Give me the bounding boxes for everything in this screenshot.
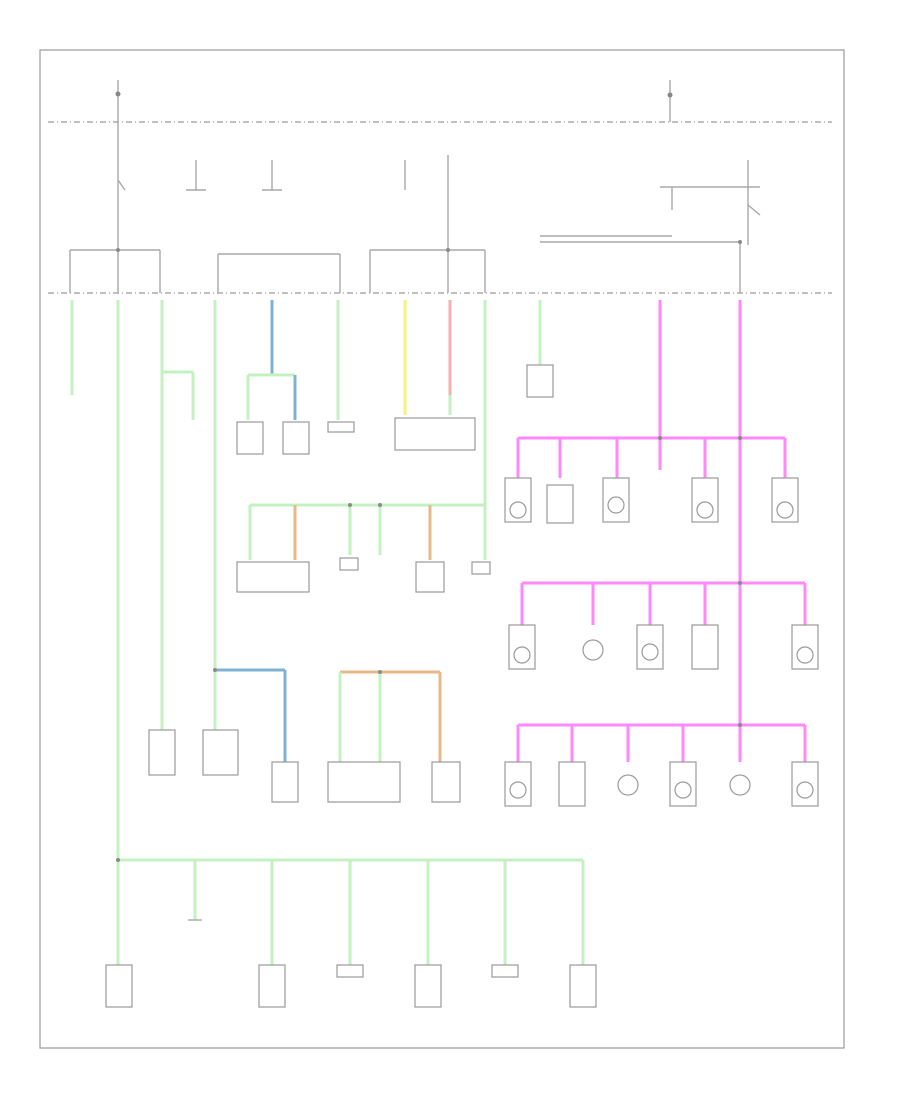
fuse-bus-bars <box>69 249 486 293</box>
component <box>327 761 401 803</box>
component <box>339 557 359 571</box>
component <box>105 964 133 1008</box>
component <box>415 561 445 593</box>
component <box>691 624 719 670</box>
left-branch-wires <box>70 300 217 860</box>
middle-components <box>236 557 491 593</box>
component <box>202 729 239 776</box>
component <box>271 761 299 803</box>
component <box>558 761 586 807</box>
left-power-source <box>115 80 126 293</box>
middle-bus <box>248 503 485 560</box>
pink-row-1-components <box>504 477 799 524</box>
component <box>282 421 310 455</box>
center-fuses <box>186 155 449 293</box>
component <box>394 417 476 451</box>
pink-row-2-components <box>508 624 819 670</box>
component <box>414 964 442 1008</box>
bottom-bus <box>116 858 585 965</box>
component <box>327 421 355 433</box>
orange-branch <box>338 670 442 762</box>
component <box>569 964 597 1008</box>
diagram-frame <box>39 49 845 1049</box>
center-upper-wires <box>336 300 487 560</box>
blue-branch <box>215 300 297 770</box>
pink-row-3-components <box>504 761 819 807</box>
component <box>471 561 491 575</box>
bottom-components <box>105 919 597 1008</box>
component <box>491 964 519 978</box>
lamp <box>669 761 697 807</box>
component <box>236 561 310 593</box>
left-lower-components <box>148 729 461 803</box>
component <box>148 729 176 776</box>
pink-distribution <box>516 300 807 762</box>
component <box>258 964 286 1008</box>
component <box>431 761 461 803</box>
component <box>526 364 554 398</box>
component <box>236 421 264 455</box>
component <box>336 964 364 978</box>
upper-components <box>236 364 554 455</box>
right-power-source <box>540 80 761 293</box>
component <box>546 484 574 524</box>
splice-nodes <box>116 240 742 862</box>
